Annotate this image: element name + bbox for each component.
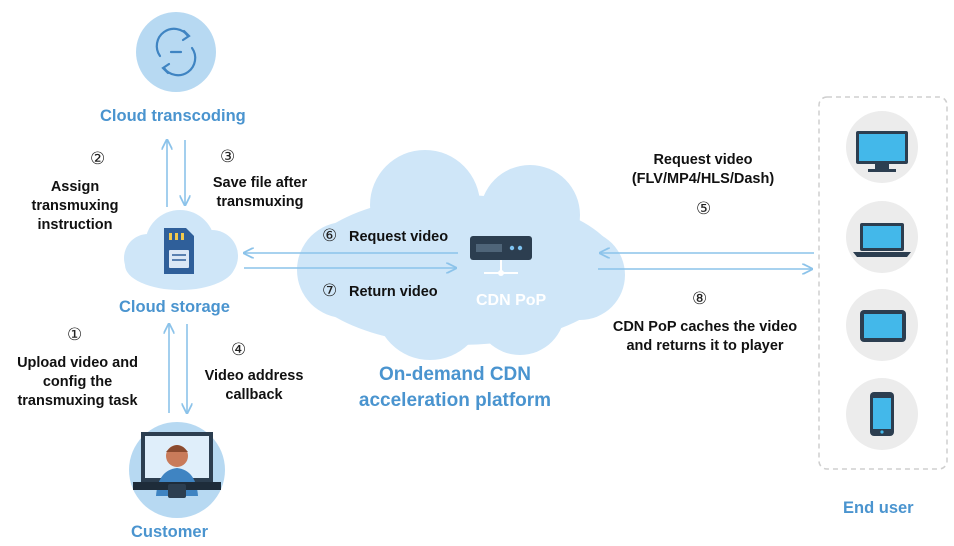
step-1-line: Upload video and [17,355,138,371]
sd-card-icon [164,228,194,274]
step-3-number: ③ [220,147,236,166]
sync-icon [155,27,197,77]
step-5-number: ⑤ [696,199,712,218]
monitor-icon [856,131,908,172]
step-4-line: callback [225,387,283,403]
end-user-box [818,96,948,470]
step-6-number: ⑥ [322,226,338,245]
step-5-text: Request video (FLV/MP4/HLS/Dash) [628,151,778,189]
customer-label: Customer [131,523,209,541]
step-2-line: Assign [50,179,100,195]
step-5-line: Request video [653,152,753,168]
step-7-number: ⑦ [322,281,338,300]
step-7-text: Return video [349,284,438,300]
arrows [167,140,814,413]
step-4-text: Video address callback [195,367,313,405]
step-1-number: ① [67,325,83,344]
step-8-number: ⑧ [692,289,708,308]
step-3-text: Save file after transmuxing [200,174,320,212]
cdn-platform-cloud [297,150,625,360]
step-4-line: Video address [204,368,304,384]
step-2-line: instruction [37,217,113,233]
cloud-transcoding-label: Cloud transcoding [100,107,246,125]
step-2-number: ② [90,149,106,168]
person-at-computer-icon [133,432,221,498]
step-8-text: CDN PoP caches the video and returns it … [600,318,810,356]
cloud-storage-label: Cloud storage [119,298,230,316]
step-1-line: config the [42,374,113,390]
phone-icon [870,392,894,436]
step-8-line: CDN PoP caches the video [612,319,798,335]
step-2-text: Assign transmuxing instruction [25,178,125,235]
step-1-line: transmuxing task [17,393,138,409]
laptop-icon [853,223,911,257]
step-3-line: transmuxing [216,194,304,210]
step-1-text: Upload video and config the transmuxing … [5,354,150,411]
end-user-label: End user [843,499,914,517]
step-8-line: and returns it to player [626,338,784,354]
cdn-pop-label: CDN PoP [476,292,547,309]
step-6-text: Request video [349,229,449,245]
step-2-line: transmuxing [31,198,119,214]
platform-label-line1: On-demand CDN [379,364,531,385]
platform-label-line2: acceleration platform [358,390,552,411]
server-icon [470,236,532,276]
step-4-number: ④ [231,340,247,359]
platform-label: On-demand CDN acceleration platform [340,362,570,414]
step-3-line: Save file after [212,175,308,191]
step-5-line: (FLV/MP4/HLS/Dash) [631,171,775,187]
tablet-icon [860,310,906,342]
